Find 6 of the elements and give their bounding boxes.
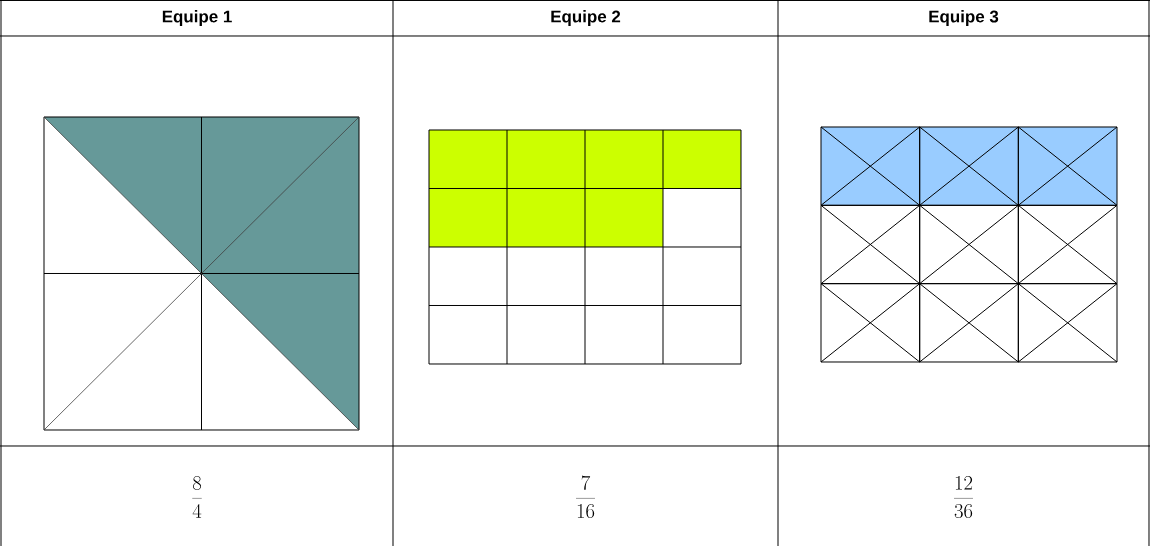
column-header: Equipe 3 bbox=[929, 10, 999, 26]
fraction: $\frac{12}{36}$ bbox=[954, 475, 973, 519]
column-header: Equipe 2 bbox=[551, 10, 621, 26]
column-header: Equipe 1 bbox=[162, 10, 232, 26]
fraction: $\frac{7}{16}$ bbox=[576, 475, 595, 519]
fraction: $\frac{8}{4}$ bbox=[192, 475, 202, 518]
